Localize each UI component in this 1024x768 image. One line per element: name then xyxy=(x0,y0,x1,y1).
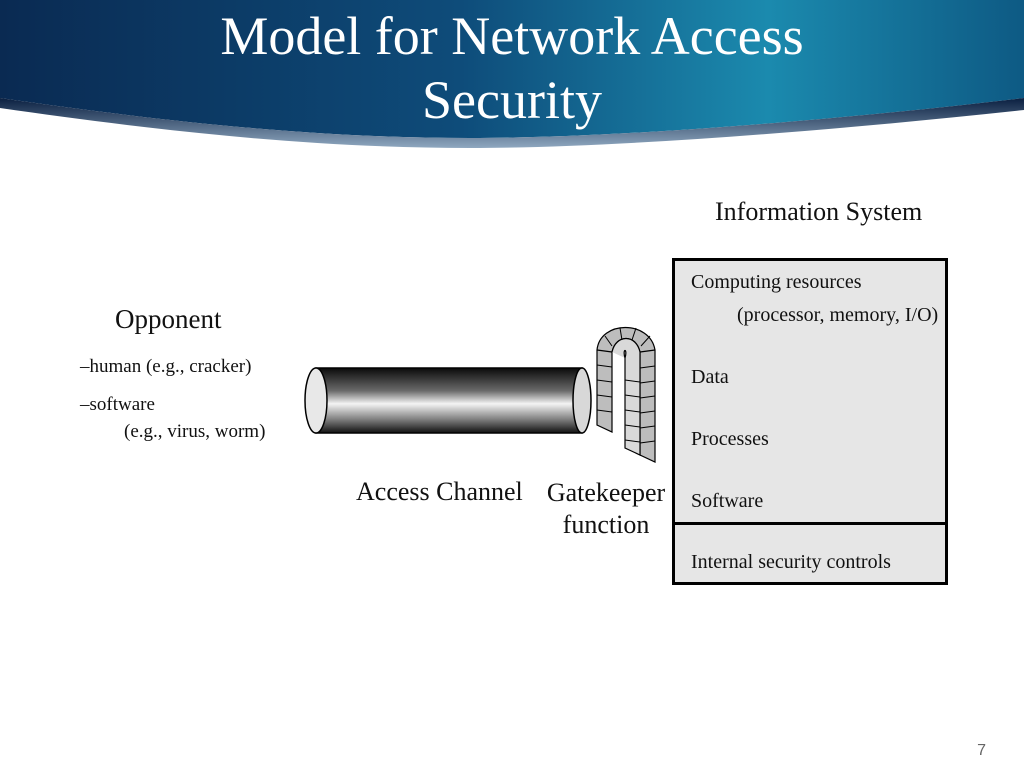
slide-title: Model for Network Access Security xyxy=(0,4,1024,132)
information-system-title: Information System xyxy=(715,197,923,226)
title-banner xyxy=(0,0,1024,148)
information-system-box: Computing resources (processor, memory, … xyxy=(672,258,948,585)
gatekeeper-arch xyxy=(596,327,656,463)
info-system-item: Processes xyxy=(691,428,769,450)
info-system-item: Data xyxy=(691,366,729,388)
gatekeeper-label-line2: function xyxy=(562,510,650,539)
gatekeeper-label: Gatekeeper function xyxy=(546,477,666,541)
gatekeeper-label-line1: Gatekeeper xyxy=(546,478,666,507)
access-channel-cylinder xyxy=(304,367,592,434)
opponent-item: –software xyxy=(80,394,155,415)
slide-title-line2: Security xyxy=(422,70,602,130)
access-channel-label: Access Channel xyxy=(356,477,523,506)
opponent-item: –human (e.g., cracker) xyxy=(80,356,252,377)
info-system-item: Software xyxy=(691,490,764,512)
controls-divider xyxy=(675,522,945,525)
info-system-item: (processor, memory, I/O) xyxy=(737,304,939,326)
page-number: 7 xyxy=(977,742,986,759)
opponent-title: Opponent xyxy=(115,304,222,334)
internal-security-controls: Internal security controls xyxy=(691,551,891,573)
opponent-item: (e.g., virus, worm) xyxy=(124,421,266,442)
info-system-item: Computing resources xyxy=(691,271,862,293)
slide-title-line1: Model for Network Access xyxy=(220,6,804,66)
